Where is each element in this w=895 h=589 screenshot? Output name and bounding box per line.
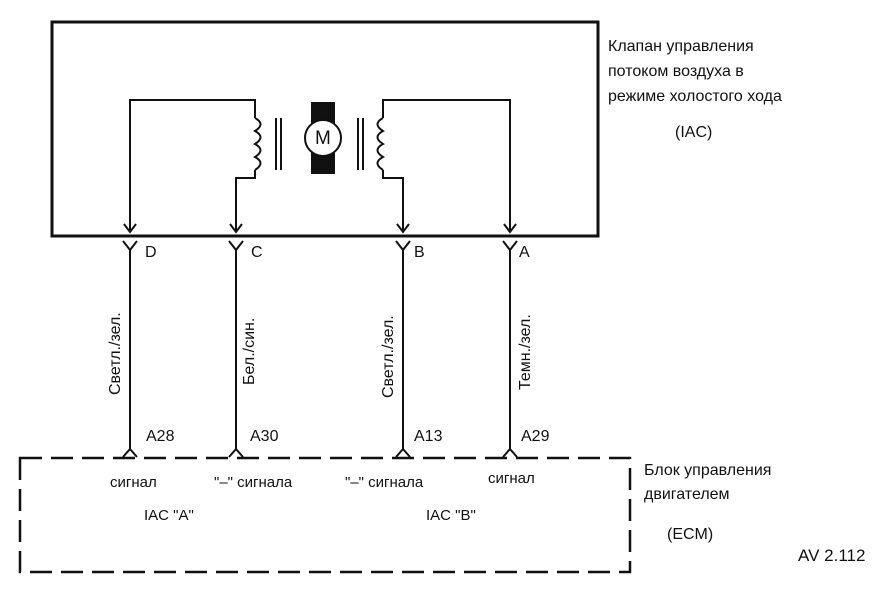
- wire-color-b: Светл./зел.: [380, 315, 397, 398]
- connector-pin-a: A: [519, 244, 530, 261]
- connector-arrows: [123, 223, 517, 234]
- wire-color-a: Темн./зел.: [517, 314, 534, 390]
- connector-terminals: [122, 240, 518, 252]
- ecm-pin-a13: A13: [414, 428, 443, 445]
- right-winding: [357, 99, 511, 230]
- wire-color-d: Светл./зел.: [107, 312, 124, 395]
- iac-housing: [50, 20, 600, 238]
- connector-pin-b: B: [414, 244, 425, 261]
- ecm-pin-a29: A29: [521, 428, 550, 445]
- wire-color-c: Бел./син.: [241, 317, 258, 385]
- channel-iac-b: IAC "B": [426, 507, 476, 524]
- ecm-box: [18, 456, 632, 574]
- ecm-pin-symbols: [122, 447, 518, 458]
- signal-label-a30: "–" сигнала: [214, 474, 293, 491]
- signal-label-a29: сигнал: [488, 470, 535, 487]
- connector-pin-d: D: [145, 244, 157, 261]
- iac-title-line-3: режиме холостого хода: [608, 88, 782, 105]
- motor-label: M: [315, 128, 331, 149]
- ecm-abbr: (ECM): [667, 526, 714, 543]
- left-winding: [129, 99, 282, 230]
- ecm-pin-a30: A30: [250, 428, 279, 445]
- signal-label-a28: сигнал: [110, 474, 157, 491]
- figure-ref: AV 2.112: [798, 546, 866, 565]
- signal-label-a13: "–" сигнала: [345, 474, 424, 491]
- motor-symbol: [304, 102, 342, 174]
- iac-title-line-1: Клапан управления: [608, 38, 754, 55]
- ecm-title-line-1: Блок управления: [644, 462, 772, 479]
- iac-abbr: (IAC): [675, 124, 713, 141]
- connector-pin-c: C: [251, 244, 263, 261]
- iac-title-line-2: потоком воздуха в: [608, 63, 744, 80]
- ecm-title-line-2: двигателем: [644, 486, 730, 503]
- channel-iac-a: IAC "A": [144, 507, 194, 524]
- harness-wires: [129, 250, 511, 449]
- ecm-pin-a28: A28: [146, 428, 175, 445]
